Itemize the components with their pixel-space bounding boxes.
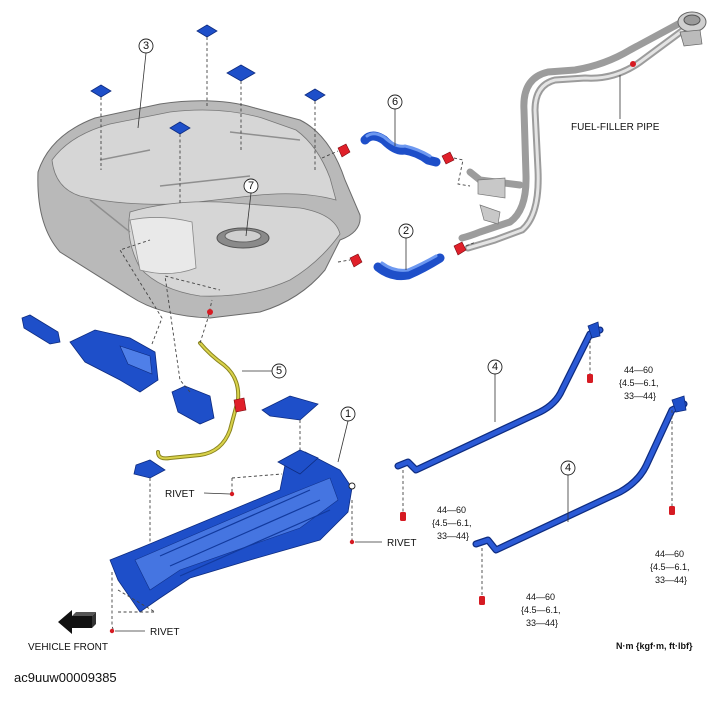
torque-spec-3: 44—60 {4.5—6.1, 33—44}	[521, 592, 561, 628]
units-note: N·m {kgf·m, ft·lbf}	[616, 641, 693, 651]
svg-text:6: 6	[392, 96, 398, 108]
svg-text:1: 1	[345, 408, 351, 420]
svg-text:44—60: 44—60	[526, 592, 555, 602]
rivet-leader-d	[231, 473, 283, 479]
vent-hose	[156, 341, 247, 461]
svg-text:2: 2	[403, 225, 409, 237]
callout-7: 7	[243, 178, 259, 237]
callout-5: 5	[242, 363, 287, 379]
svg-text:3: 3	[143, 40, 149, 52]
rivet-marker	[109, 628, 115, 634]
insulator-top-plate	[261, 395, 319, 421]
svg-text:5: 5	[276, 365, 282, 377]
svg-text:{4.5—6.1,: {4.5—6.1,	[521, 605, 561, 615]
rivet-leader-a	[111, 572, 115, 633]
fuel-filler-pipe	[458, 11, 707, 252]
fuel-filler-pipe-label: FUEL-FILLER PIPE	[571, 122, 660, 133]
callout-1: 1	[337, 406, 356, 463]
torque-spec-2: 44—60 {4.5—6.1, 33—44}	[432, 505, 472, 541]
rivet-marker	[229, 491, 235, 497]
pad-left	[90, 84, 112, 98]
figure-id-caption: ac9uuw00009385	[14, 670, 117, 685]
under-cover	[109, 449, 356, 613]
rivet-label-lower: RIVET	[150, 627, 179, 638]
svg-text:33—44}: 33—44}	[437, 531, 469, 541]
pad-leaders	[100, 37, 316, 205]
svg-text:{4.5—6.1,: {4.5—6.1,	[650, 562, 690, 572]
clip-upper-left	[337, 143, 351, 158]
pad-top	[196, 24, 218, 38]
hose-upper	[337, 131, 455, 167]
svg-text:44—60: 44—60	[437, 505, 466, 515]
bolt-2	[400, 512, 406, 521]
heat-insulators	[21, 314, 319, 479]
svg-text:{4.5—6.1,: {4.5—6.1,	[432, 518, 472, 528]
vehicle-front-indicator: VEHICLE FRONT	[28, 610, 108, 653]
hose-lower-leader-left	[337, 259, 351, 263]
svg-text:33—44}: 33—44}	[526, 618, 558, 628]
rivet-leader-b	[117, 589, 157, 613]
pad-right	[304, 88, 326, 102]
rivet-label-upper: RIVET	[165, 489, 194, 500]
callout-2: 2	[398, 223, 414, 270]
insulator-leader-a	[119, 239, 163, 345]
insulator-block	[171, 385, 215, 425]
bolt-1	[587, 374, 593, 383]
fuel-tank	[37, 100, 361, 319]
svg-text:7: 7	[248, 180, 254, 192]
svg-text:4: 4	[565, 462, 571, 474]
svg-text:{4.5—6.1,: {4.5—6.1,	[619, 378, 659, 388]
bolt-4	[669, 506, 675, 515]
hose-upper-leader-right	[453, 157, 471, 187]
tank-pads	[90, 24, 326, 135]
fuel-tank-band-lower	[472, 395, 688, 554]
clip-lower-left	[349, 253, 363, 268]
insulator-small-plate	[133, 459, 166, 479]
svg-text:44—60: 44—60	[624, 365, 653, 375]
bolt-3	[479, 596, 485, 605]
callout-3: 3	[137, 38, 154, 129]
svg-text:4: 4	[492, 361, 498, 373]
svg-text:33—44}: 33—44}	[655, 575, 687, 585]
fuel-tank-band-upper	[394, 321, 604, 474]
hose-lower	[349, 241, 467, 281]
insulator-strip	[21, 314, 61, 345]
pad-upper-right	[226, 64, 256, 82]
pad-center	[169, 121, 191, 135]
callout-4-lower: 4	[560, 460, 576, 522]
svg-text:44—60: 44—60	[655, 549, 684, 559]
rivet-label-right: RIVET	[387, 538, 416, 549]
vehicle-front-label: VEHICLE FRONT	[28, 642, 108, 653]
insulator-leader-b	[164, 275, 221, 393]
rivet-marker	[349, 539, 355, 545]
torque-spec-1: 44—60 {4.5—6.1, 33—44}	[619, 365, 659, 401]
clip-lower-right	[453, 241, 467, 256]
clip-upper-right	[441, 151, 455, 165]
svg-text:33—44}: 33—44}	[624, 391, 656, 401]
vent-hose-clip	[233, 397, 247, 413]
callout-4-upper: 4	[487, 359, 503, 422]
hose-lower-leader-right	[465, 241, 477, 247]
vent-hose-leader	[199, 299, 213, 344]
torque-spec-4: 44—60 {4.5—6.1, 33—44}	[650, 549, 690, 585]
hose-upper-leader-left	[321, 150, 339, 159]
insulator-front	[69, 329, 159, 393]
callout-6: 6	[387, 94, 403, 146]
